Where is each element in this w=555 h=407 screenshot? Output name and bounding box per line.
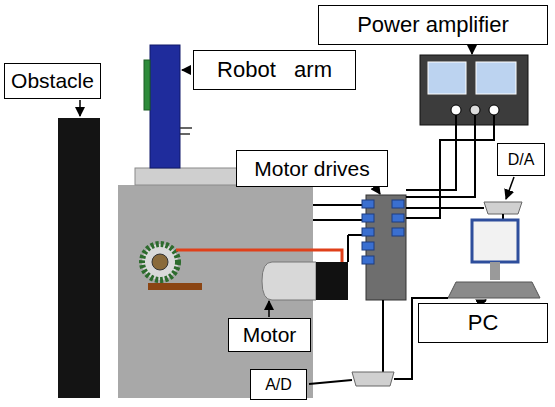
wire: [347, 235, 349, 262]
wire: [406, 207, 484, 209]
drive-connectors: [362, 200, 404, 264]
motor-label-box: Motor: [228, 318, 311, 352]
label-text: D/A: [508, 151, 535, 169]
motor-drives-label-box: Motor drives: [236, 150, 388, 187]
wire: [406, 115, 494, 218]
leader-line: [268, 301, 270, 317]
amp-display: [476, 62, 516, 94]
leader-line: [506, 177, 514, 199]
amp-knob: [451, 105, 461, 115]
wire: [313, 204, 366, 206]
leader-line: [376, 188, 380, 194]
label-text: PC: [468, 311, 499, 335]
amp-display: [428, 62, 466, 94]
arm-pin: [180, 127, 192, 129]
robot-arm-link: [150, 45, 180, 168]
label-text: Robot arm: [217, 58, 332, 82]
leader-line: [471, 46, 473, 54]
motor-cap: [316, 262, 348, 300]
drive-belt: [148, 283, 202, 290]
da-converter: [484, 202, 522, 214]
arm-pin: [180, 133, 190, 135]
label-text: Motor: [243, 323, 297, 346]
ad-label-box: A/D: [250, 369, 307, 400]
belt-wire: [176, 250, 342, 262]
wire: [382, 300, 384, 372]
label-text: Obstacle: [11, 69, 94, 92]
obstacle-block: [58, 118, 100, 398]
label-text: Motor drives: [254, 157, 370, 180]
amp-knob: [489, 105, 499, 115]
pc-keyboard: [448, 282, 540, 298]
amplifier-label-box: Power amplifier: [318, 5, 548, 45]
amp-knob: [470, 105, 480, 115]
robot-arm-label-box: Robot arm: [193, 50, 356, 90]
wire: [406, 115, 456, 190]
joint-hub: [152, 254, 168, 270]
pc-label-box: PC: [418, 303, 548, 343]
leader-line: [79, 100, 81, 116]
joint-encoder: [142, 244, 178, 280]
wire: [313, 219, 366, 221]
da-label-box: D/A: [497, 143, 545, 176]
label-text: A/D: [265, 376, 292, 394]
wire: [309, 380, 352, 384]
ad-converter: [352, 372, 394, 386]
sensor-board: [144, 60, 150, 110]
label-text: Power amplifier: [357, 13, 509, 37]
monitor-stand: [490, 262, 500, 280]
motor-body: [262, 262, 316, 300]
obstacle-label-box: Obstacle: [4, 63, 101, 99]
power-amplifier-unit: [420, 55, 528, 125]
pc-monitor: [472, 220, 518, 262]
leader-line: [182, 69, 191, 71]
